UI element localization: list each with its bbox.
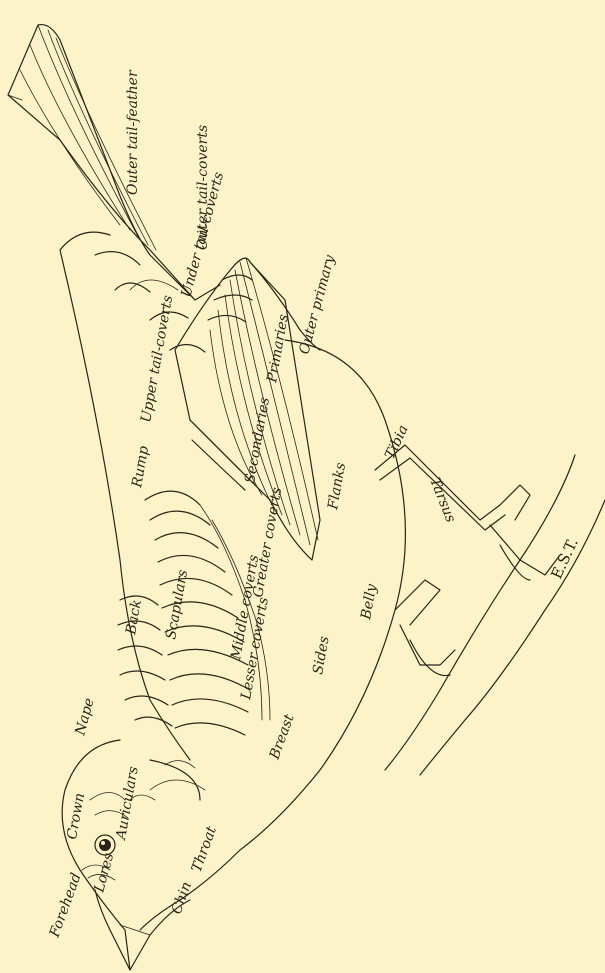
legs-and-perch xyxy=(375,445,605,775)
label-belly: Belly xyxy=(358,582,380,622)
wing xyxy=(175,258,320,560)
body-outline xyxy=(60,250,405,930)
label-chin: Chin xyxy=(169,880,195,917)
label-rump: Rump xyxy=(129,445,152,490)
label-nape: Nape xyxy=(72,696,98,738)
label-throat: Throat xyxy=(189,824,220,874)
tail xyxy=(8,25,195,300)
label-flanks: Flanks xyxy=(325,461,349,511)
label-upper-tail-coverts: Upper tail-coverts xyxy=(138,294,176,424)
label-outer-primary: Outer primary xyxy=(296,252,338,356)
label-tibia: Tibia xyxy=(382,423,412,462)
label-breast: Breast xyxy=(266,712,297,762)
label-crown: Crown xyxy=(64,792,88,841)
label-outer-tail-feather: Outer tail-feather xyxy=(125,69,141,195)
label-sides: Sides xyxy=(310,635,332,676)
label-auriculars: Auriculars xyxy=(113,765,142,842)
label-primaries: Primaries xyxy=(264,313,292,385)
label-forehead: Forehead xyxy=(46,871,84,940)
label-scapulars: Scapulars xyxy=(163,569,191,641)
label-secondaries: Secondaries xyxy=(242,396,273,485)
label-lores: Lores xyxy=(91,851,117,895)
labels: Outer tail-feather Outer tail-coverts Un… xyxy=(46,69,581,940)
